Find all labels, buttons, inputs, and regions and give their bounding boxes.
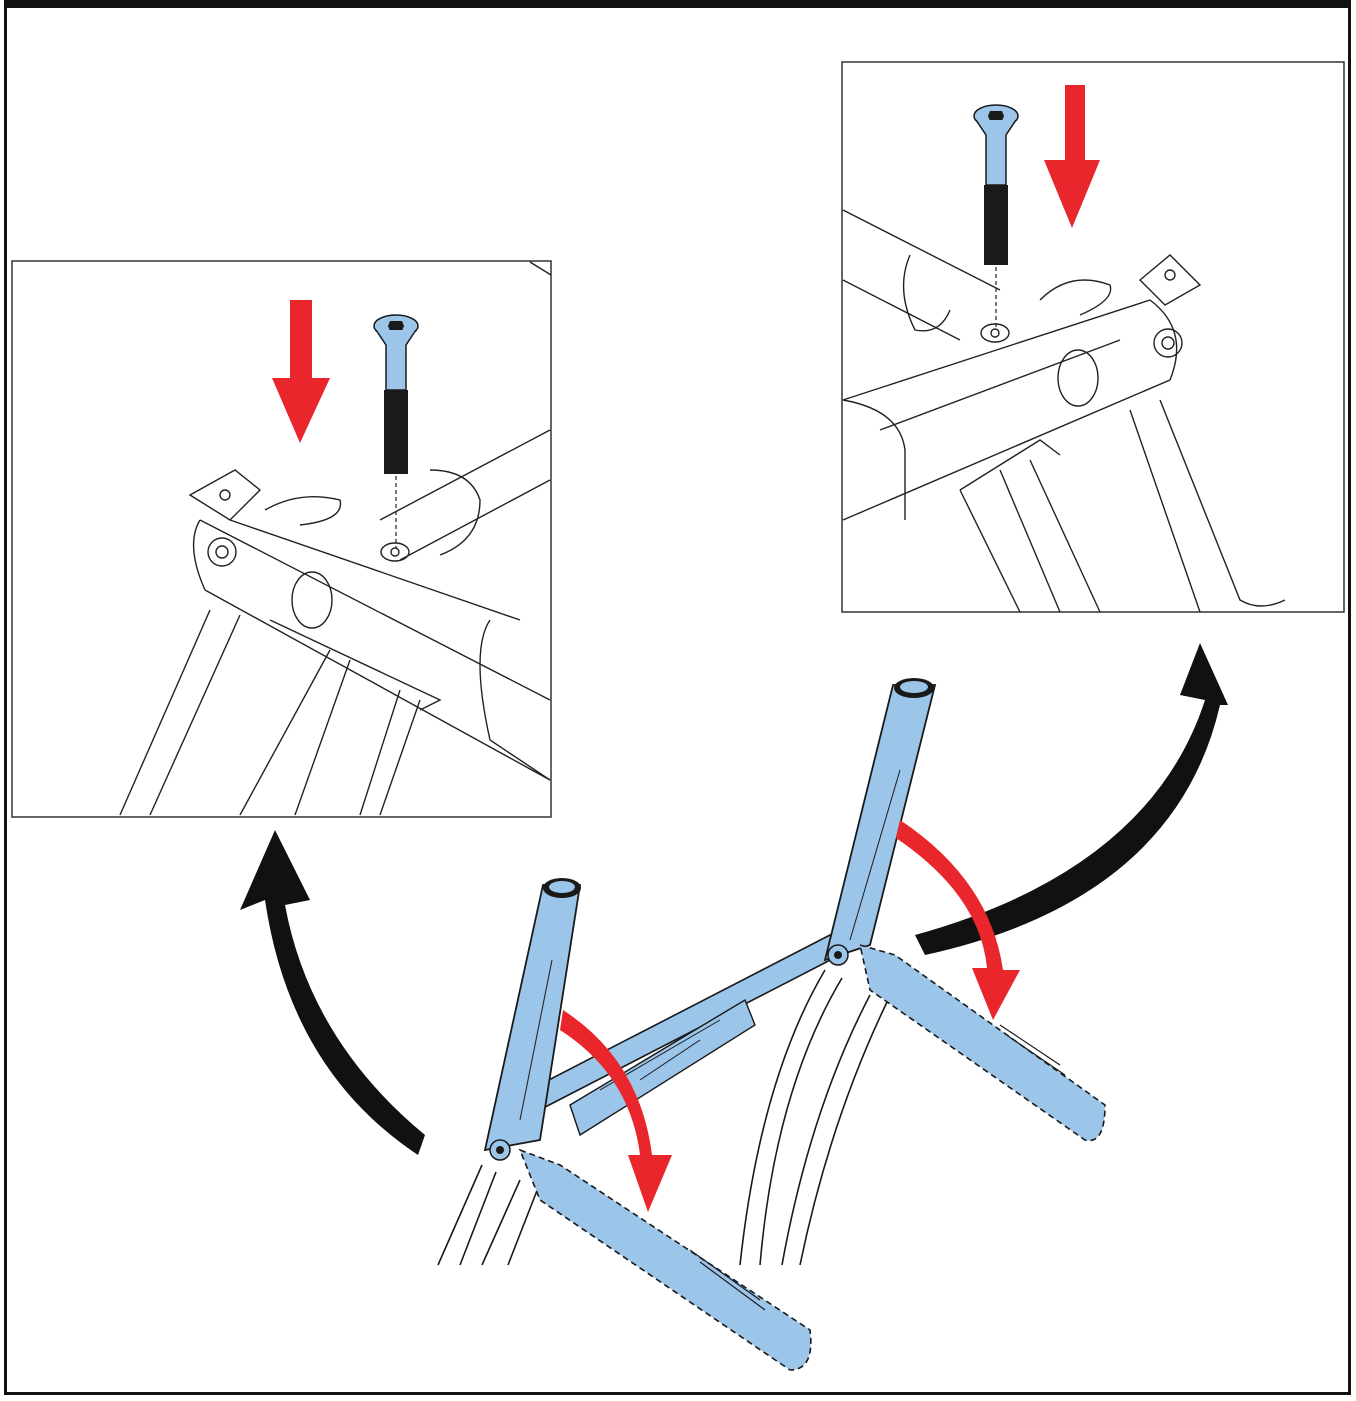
red-down-arrow-icon bbox=[1044, 85, 1100, 228]
countersunk-hex-screw-icon bbox=[373, 314, 419, 548]
red-down-arrow-icon bbox=[272, 300, 330, 443]
black-curved-callout-arrow-icon bbox=[240, 830, 425, 1155]
red-curved-fold-arrow-icon bbox=[896, 820, 1020, 1020]
countersunk-hex-screw-icon bbox=[973, 104, 1019, 328]
red-curved-fold-arrow-icon bbox=[560, 1010, 672, 1212]
right-folded-arm bbox=[858, 943, 1106, 1142]
left-detail-inset bbox=[11, 260, 552, 818]
handlebar-assembly bbox=[437, 678, 1106, 1371]
black-curved-callout-arrow-icon bbox=[915, 643, 1228, 955]
right-detail-inset bbox=[841, 61, 1345, 613]
left-folded-arm bbox=[518, 1148, 812, 1371]
